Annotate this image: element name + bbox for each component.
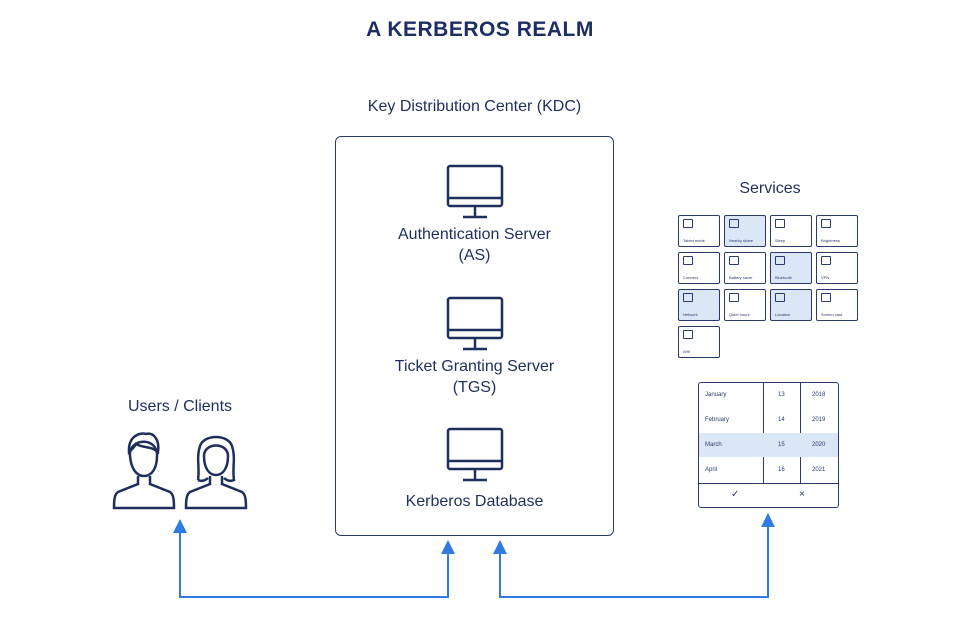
service-tile[interactable]: Bluetooth (770, 252, 812, 284)
service-tile-icon (775, 256, 785, 265)
picker-day: 15 (778, 442, 785, 448)
picker-year: 2019 (812, 417, 826, 423)
service-tile-icon (683, 330, 693, 339)
service-tile[interactable]: Quiet hours (724, 289, 766, 321)
server-name: Ticket Granting Server (394, 358, 555, 375)
confirm-button[interactable]: ✓ (731, 489, 740, 500)
service-tile-label: Bluetooth (775, 275, 792, 280)
picker-year: 2021 (812, 467, 826, 473)
cancel-button[interactable]: × (799, 489, 805, 500)
picker-day: 16 (778, 467, 785, 473)
service-tile-label: VPN (821, 275, 830, 280)
service-tile-icon (775, 293, 785, 302)
picker-day: 13 (778, 392, 785, 398)
picker-year: 2020 (812, 442, 826, 448)
service-tile-icon (683, 293, 693, 302)
service-tile-icon (821, 256, 831, 265)
service-tile[interactable]: Location (770, 289, 812, 321)
service-tile-icon (729, 256, 739, 265)
picker-month: April (705, 467, 718, 473)
server-abbr: (TGS) (452, 379, 497, 396)
service-tile-icon (821, 219, 831, 228)
service-tile-label: Quiet hours (729, 312, 750, 317)
service-tile[interactable]: Screen cast (816, 289, 858, 321)
service-tile[interactable]: Connect (678, 252, 720, 284)
ticket-granting-server: Ticket Granting Server (TGS) (335, 296, 614, 398)
picker-month: January (705, 392, 727, 398)
kdc-box (335, 136, 614, 536)
picker-footer: ✓ × (699, 483, 838, 507)
service-tile-label: Network (683, 312, 698, 317)
service-tile-label: Wifi (683, 349, 690, 354)
picker-row[interactable]: January 13 2018 (699, 383, 838, 407)
service-tile-icon (729, 293, 739, 302)
service-tile[interactable]: Nearby share (724, 215, 766, 247)
service-tile[interactable]: Brightness (816, 215, 858, 247)
picker-row[interactable]: April 16 2021 (699, 458, 838, 482)
monitor-icon (446, 296, 503, 351)
picker-month: March (705, 442, 722, 448)
picker-row[interactable]: February 14 2019 (699, 408, 838, 432)
monitor-icon (446, 164, 503, 219)
users-kdc-arrow (173, 519, 455, 598)
server-name: Authentication Server (398, 226, 551, 243)
picker-month: February (705, 417, 730, 423)
authentication-server: Authentication Server (AS) (335, 164, 614, 266)
service-tile-label: Nearby share (729, 238, 754, 243)
monitor-icon (446, 427, 503, 482)
service-tile-label: Sleep (775, 238, 786, 243)
picker-year: 2018 (812, 392, 826, 398)
service-tile-label: Brightness (821, 238, 840, 243)
service-tile-icon (775, 219, 785, 228)
service-tile-label: Battery saver (729, 275, 753, 280)
diagram-title: A KERBEROS REALM (366, 18, 594, 41)
male-user-icon (112, 432, 176, 510)
service-tile[interactable]: Network (678, 289, 720, 321)
service-tile-icon (821, 293, 831, 302)
services-label: Services (739, 180, 801, 197)
service-tile-icon (683, 256, 693, 265)
users-label: Users / Clients (127, 398, 233, 415)
female-user-icon (184, 435, 248, 510)
service-tile[interactable]: VPN (816, 252, 858, 284)
server-abbr: (AS) (458, 247, 491, 264)
kdc-label: Key Distribution Center (KDC) (367, 98, 582, 115)
picker-row[interactable]: March 15 2020 (699, 433, 838, 457)
service-tile-icon (729, 219, 739, 228)
service-tile[interactable]: Sleep (770, 215, 812, 247)
picker-day: 14 (778, 417, 785, 423)
service-tile-label: Connect (683, 275, 698, 280)
service-tile[interactable]: Wifi (678, 326, 720, 358)
service-tile-label: Location (775, 312, 791, 317)
kerberos-database: Kerberos Database (335, 427, 614, 512)
service-tile-label: Screen cast (821, 312, 843, 317)
service-tile-icon (683, 219, 693, 228)
service-tile-label: Tablet mode (683, 238, 705, 243)
server-name: Kerberos Database (405, 493, 544, 510)
service-tile[interactable]: Tablet mode (678, 215, 720, 247)
service-tile[interactable]: Battery saver (724, 252, 766, 284)
kdc-services-arrow (493, 513, 775, 598)
